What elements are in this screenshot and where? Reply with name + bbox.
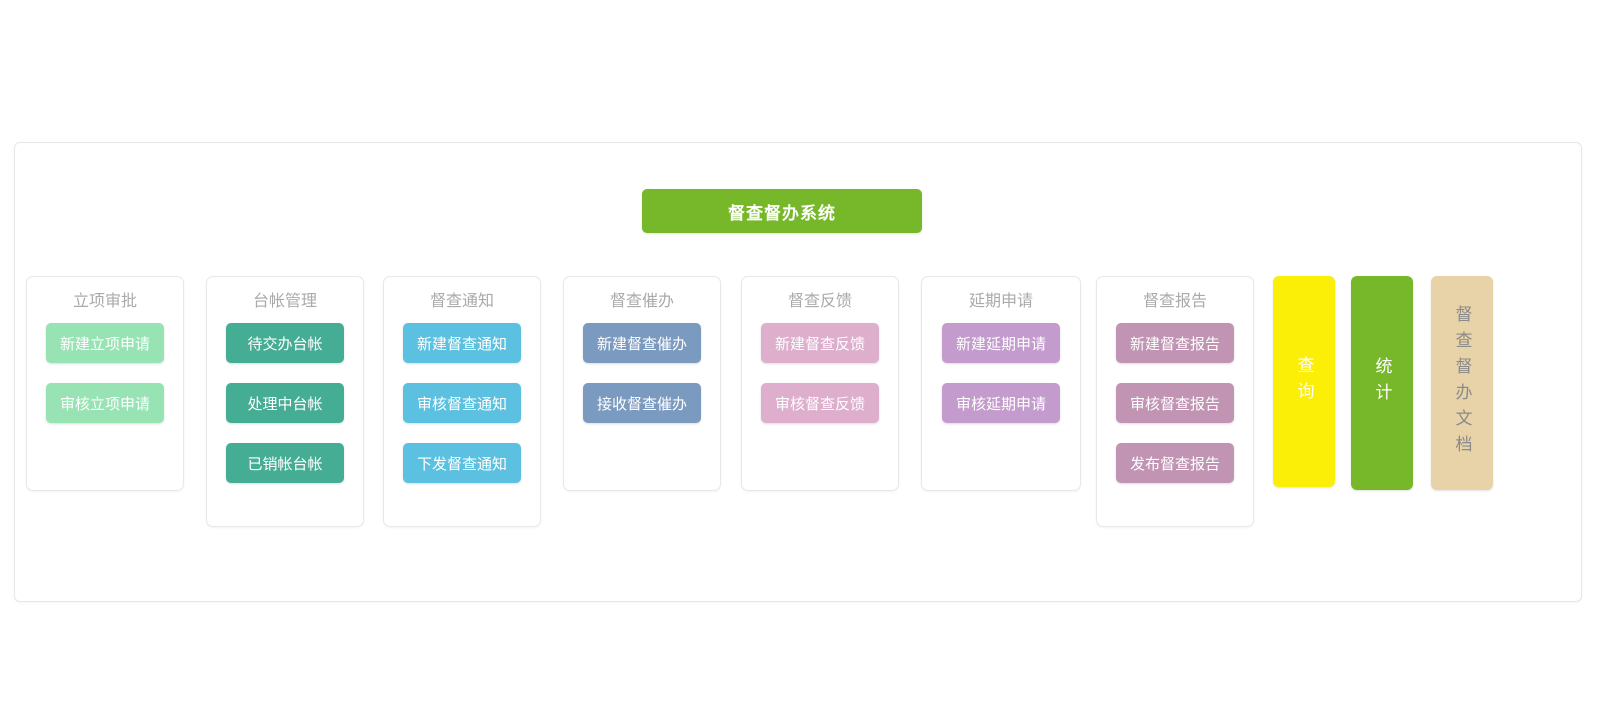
module-group-card: 督查通知新建督查通知审核督查通知下发督查通知	[383, 276, 541, 527]
module-action-button[interactable]: 审核延期申请	[942, 383, 1060, 423]
module-group-card: 督查报告新建督查报告审核督查报告发布督查报告	[1096, 276, 1254, 527]
side-button-statistics[interactable]: 统计	[1351, 276, 1413, 490]
module-action-button[interactable]: 审核立项申请	[46, 383, 164, 423]
module-group-title: 立项审批	[72, 293, 137, 310]
module-group-title: 督查反馈	[787, 293, 852, 310]
side-button-label: 统计	[1372, 357, 1392, 409]
module-action-button[interactable]: 已销帐台帐	[226, 443, 344, 483]
side-button-documents[interactable]: 督查督办文档	[1431, 276, 1493, 490]
module-action-button[interactable]: 新建督查通知	[403, 323, 521, 363]
module-group-button-list: 新建督查通知审核督查通知下发督查通知	[384, 323, 540, 483]
module-group-button-list: 待交办台帐处理中台帐已销帐台帐	[207, 323, 363, 483]
module-action-button[interactable]: 新建延期申请	[942, 323, 1060, 363]
module-group-button-list: 新建延期申请审核延期申请	[922, 323, 1080, 423]
module-group-title: 督查通知	[429, 293, 494, 310]
module-action-button[interactable]: 新建立项申请	[46, 323, 164, 363]
module-action-button[interactable]: 新建督查反馈	[761, 323, 879, 363]
module-action-button[interactable]: 审核督查反馈	[761, 383, 879, 423]
system-title-button[interactable]: 督查督办系统	[642, 189, 922, 233]
module-group-title: 延期申请	[968, 293, 1033, 310]
module-action-button[interactable]: 新建督查催办	[583, 323, 701, 363]
module-group-button-list: 新建督查报告审核督查报告发布督查报告	[1097, 323, 1253, 483]
module-action-button[interactable]: 待交办台帐	[226, 323, 344, 363]
module-action-button[interactable]: 发布督查报告	[1116, 443, 1234, 483]
side-button-label: 查询	[1294, 355, 1314, 408]
module-action-button[interactable]: 处理中台帐	[226, 383, 344, 423]
module-group-button-list: 新建督查催办接收督查催办	[564, 323, 720, 423]
module-action-button[interactable]: 接收督查催办	[583, 383, 701, 423]
module-columns: 立项审批新建立项申请审核立项申请台帐管理待交办台帐处理中台帐已销帐台帐督查通知新…	[0, 276, 1600, 536]
module-group-title: 台帐管理	[252, 293, 317, 310]
side-button-label: 督查督办文档	[1452, 305, 1472, 461]
side-button-query[interactable]: 查询	[1273, 276, 1335, 487]
module-group-button-list: 新建立项申请审核立项申请	[27, 323, 183, 423]
module-group-card: 立项审批新建立项申请审核立项申请	[26, 276, 184, 491]
module-group-card: 台帐管理待交办台帐处理中台帐已销帐台帐	[206, 276, 364, 527]
module-group-button-list: 新建督查反馈审核督查反馈	[742, 323, 898, 423]
module-action-button[interactable]: 下发督查通知	[403, 443, 521, 483]
module-group-title: 督查报告	[1142, 293, 1207, 310]
module-action-button[interactable]: 新建督查报告	[1116, 323, 1234, 363]
module-action-button[interactable]: 审核督查报告	[1116, 383, 1234, 423]
module-group-card: 延期申请新建延期申请审核延期申请	[921, 276, 1081, 491]
module-action-button[interactable]: 审核督查通知	[403, 383, 521, 423]
module-group-card: 督查催办新建督查催办接收督查催办	[563, 276, 721, 491]
module-group-title: 督查催办	[609, 293, 674, 310]
module-group-card: 督查反馈新建督查反馈审核督查反馈	[741, 276, 899, 491]
